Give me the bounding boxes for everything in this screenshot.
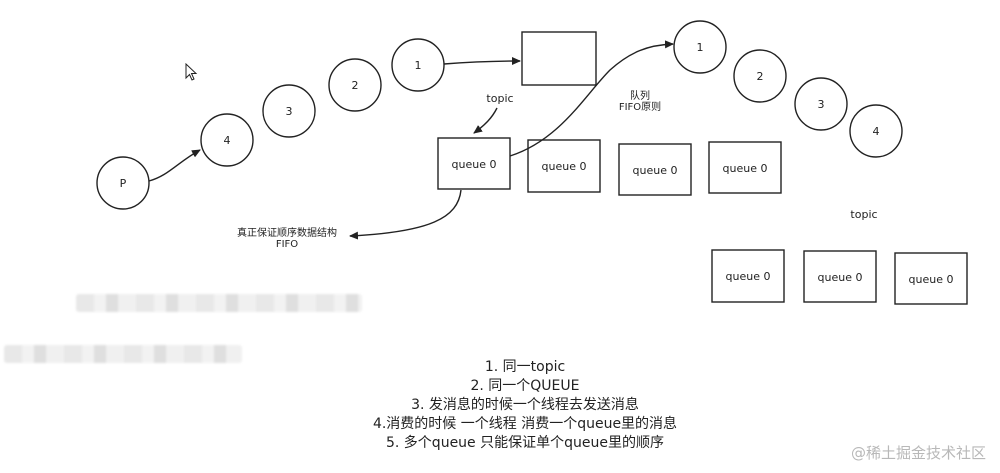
queue-annotation-line-2: FIFO原则 — [619, 100, 661, 113]
queue-box-1: queue 0 — [437, 137, 511, 190]
queue-box-7: queue 0 — [894, 252, 968, 305]
producer-node: P — [96, 156, 150, 210]
topic-label-top: topic — [486, 92, 513, 105]
queue-box-3: queue 0 — [618, 143, 692, 196]
message-node-4: 4 — [200, 113, 254, 167]
note-item-3: 3. 发消息的时候一个线程去发送消息 — [411, 397, 639, 413]
svg-text:1: 1 — [415, 59, 422, 72]
queue-annotation-line-1: 队列 — [630, 89, 650, 102]
message-node-3: 3 — [262, 84, 316, 138]
svg-text:3: 3 — [818, 98, 825, 111]
svg-text:queue 0: queue 0 — [633, 164, 678, 177]
message-to-box-arrow — [443, 57, 521, 66]
note-item-1: 1. 同一topic — [484, 359, 566, 375]
redacted-text-2 — [4, 345, 242, 363]
svg-text:queue 0: queue 0 — [723, 162, 768, 175]
target-box — [521, 31, 597, 86]
svg-text:queue 0: queue 0 — [542, 160, 587, 173]
svg-text:queue 0: queue 0 — [909, 273, 954, 286]
topic-label-right: topic — [850, 208, 877, 221]
queue-box-6: queue 0 — [803, 250, 877, 303]
fifo-annotation-line-2: FIFO — [276, 239, 298, 250]
queue-box-4: queue 0 — [708, 141, 782, 194]
consumed-message-node-1: 1 — [673, 20, 727, 74]
note-item-4: 4.消费的时候 一个线程 消费一个queue里的消息 — [372, 416, 678, 432]
queue-to-consumer-arrow — [509, 40, 674, 157]
svg-text:3: 3 — [286, 105, 293, 118]
message-node-1: 1 — [391, 38, 445, 92]
svg-text:2: 2 — [757, 70, 764, 83]
note-item-5: 5. 多个queue 只能保证单个queue里的顺序 — [386, 435, 664, 451]
note-item-2: 2. 同一个QUEUE — [470, 378, 580, 394]
consumed-message-node-4: 4 — [849, 104, 903, 158]
svg-text:queue 0: queue 0 — [726, 270, 771, 283]
mouse-cursor-icon — [185, 63, 198, 81]
fifo-annotation-line-1: 真正保证顺序数据结构 — [237, 226, 337, 239]
consumed-message-node-2: 2 — [733, 49, 787, 103]
svg-text:4: 4 — [224, 134, 231, 147]
producer-to-message-arrow — [148, 149, 201, 182]
consumed-message-node-3: 3 — [794, 77, 848, 131]
svg-text:1: 1 — [697, 41, 704, 54]
svg-text:queue 0: queue 0 — [452, 158, 497, 171]
svg-text:queue 0: queue 0 — [818, 271, 863, 284]
queue-box-2: queue 0 — [527, 139, 601, 193]
svg-text:P: P — [120, 177, 127, 190]
queue-box-5: queue 0 — [711, 249, 785, 303]
queue-to-fifo-arrow — [349, 189, 462, 240]
redacted-text-1 — [76, 294, 362, 312]
watermark: @稀土掘金技术社区 — [850, 444, 986, 462]
topic-to-queue-arrow — [473, 107, 498, 134]
svg-text:2: 2 — [352, 79, 359, 92]
svg-text:4: 4 — [873, 125, 880, 138]
message-node-2: 2 — [328, 58, 382, 112]
notes-list: 1. 同一topic 2. 同一个QUEUE 3. 发消息的时候一个线程去发送消… — [300, 358, 750, 453]
